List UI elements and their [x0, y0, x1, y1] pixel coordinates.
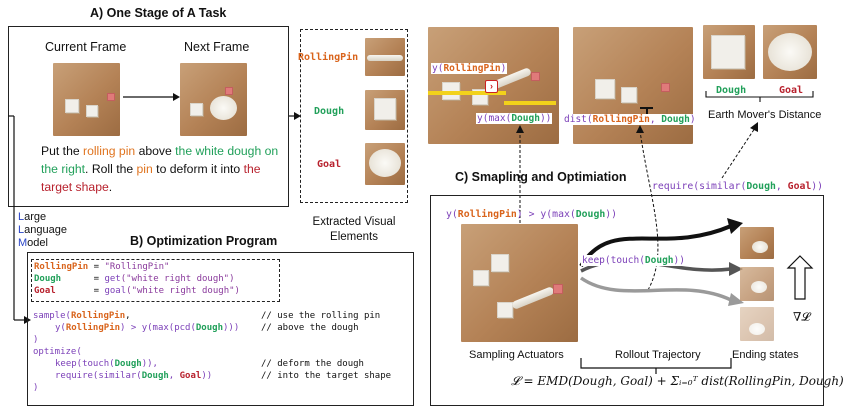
code-line-close-1: )	[33, 335, 39, 345]
next-frame-image	[180, 63, 247, 136]
code-line-sample: sample(RollingPin,	[33, 311, 131, 321]
code-line-require: require(similar(Dough, Goal))	[55, 371, 213, 381]
section-b-title: B) Optimization Program	[130, 234, 278, 248]
llm-label: Large Language Model	[18, 211, 67, 249]
keep-touch-label: keep(touch(Dough))	[581, 255, 686, 266]
require-label: require(similar(Dough, Goal))	[652, 181, 824, 192]
extracted-label-goal: Goal	[317, 159, 342, 170]
comment-4: // into the target shape	[261, 371, 392, 381]
comment-1: // use the rolling pin	[261, 311, 381, 321]
dough-crop	[365, 90, 405, 130]
gradient-symbol: ∇𝓛	[793, 310, 811, 324]
program-panel: RollingPin = "RollingPin" Dough = get("w…	[27, 252, 414, 406]
goal-crop	[365, 143, 405, 185]
y-max-dough-label: y(max(Dough))	[476, 113, 553, 124]
current-frame-image	[53, 63, 120, 136]
code-line-keep: keep(touch(Dough)),	[55, 359, 158, 369]
extracted-label-dough: Dough	[314, 106, 345, 117]
ending-state-3	[740, 307, 774, 341]
emd-dough-image	[703, 25, 755, 79]
ending-caption: Ending states	[732, 349, 799, 361]
section-c-title: C) Smapling and Optimiation	[455, 170, 627, 184]
comment-2: // above the dough	[261, 323, 359, 333]
emd-goal-image	[763, 25, 817, 79]
code-line-optimize: optimize(	[33, 347, 82, 357]
dist-label: dist(RollingPin, Dough)	[563, 114, 697, 125]
sampling-caption: Sampling Actuators	[469, 349, 564, 361]
code-line-close-2: )	[33, 383, 39, 393]
height-predicate-image: ›	[428, 27, 559, 144]
extracted-caption: Extracted Visual Elements	[312, 216, 396, 243]
decl-rollingpin: RollingPin = "RollingPin"	[34, 262, 170, 272]
y-rollingpin-label: y(RollingPin)	[431, 63, 508, 74]
rollout-caption: Rollout Trajectory	[615, 349, 701, 361]
current-frame-label: Current Frame	[45, 40, 127, 54]
section-a-panel: Current Frame Next Frame Put the rolling…	[8, 26, 289, 207]
decl-goal: Goal = goal("white right dough")	[34, 286, 240, 296]
extracted-label-rollingpin: RollingPin	[298, 52, 359, 63]
frame-arrow	[123, 93, 180, 101]
emd-dough-label: Dough	[716, 85, 747, 96]
comment-3: // deform the dough	[261, 359, 364, 369]
loss-formula: 𝓛 = EMD(Dough, Goal) + Σᵢ₌₀ᵀ dist(Rollin…	[511, 374, 844, 388]
sampling-image	[461, 224, 578, 342]
task-instruction: Put the rolling pin above the white doug…	[41, 144, 279, 194]
extracted-elements-panel: RollingPin Dough Goal	[298, 29, 408, 203]
next-frame-label: Next Frame	[184, 40, 250, 54]
ending-state-1	[740, 227, 774, 259]
decl-dough: Dough = get("white right dough")	[34, 274, 235, 284]
declaration-block: RollingPin = "RollingPin" Dough = get("w…	[31, 259, 280, 302]
code-line-condition: y(RollingPin) > y(max(pcd(Dough)))	[55, 323, 240, 333]
emd-caption: Earth Mover's Distance	[708, 109, 822, 121]
sampling-panel: y(RollingPin) > y(max(Dough)) keep(touch…	[430, 195, 844, 406]
condition-label: y(RollingPin) > y(max(Dough))	[446, 209, 618, 220]
section-a-title: A) One Stage of A Task	[90, 6, 227, 20]
emd-goal-label: Goal	[779, 85, 804, 96]
rollingpin-crop	[365, 38, 405, 76]
ending-state-2	[740, 267, 774, 301]
